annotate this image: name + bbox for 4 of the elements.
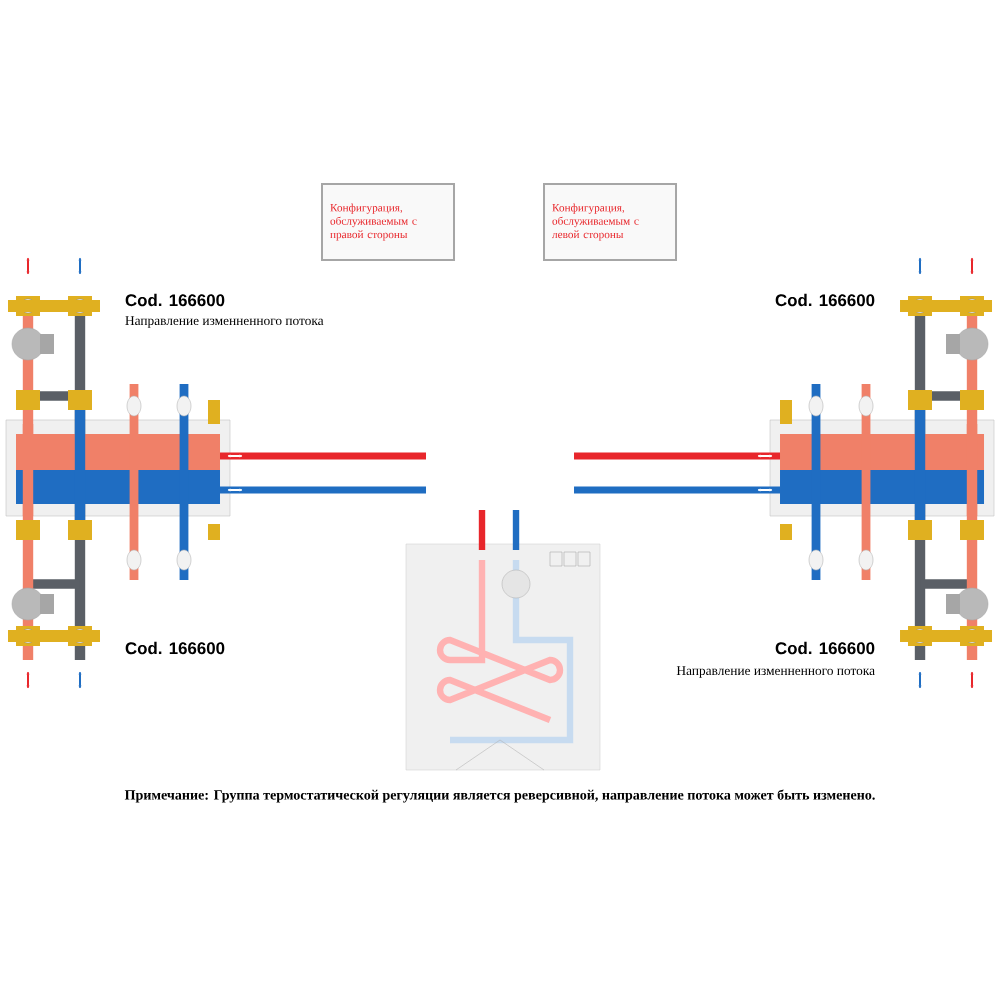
code-label: Cod. 166600	[125, 293, 225, 307]
code-label: Cod. 166600	[125, 641, 225, 655]
code-label: Cod. 166600	[775, 641, 875, 655]
code-label: Cod. 166600	[775, 293, 875, 307]
